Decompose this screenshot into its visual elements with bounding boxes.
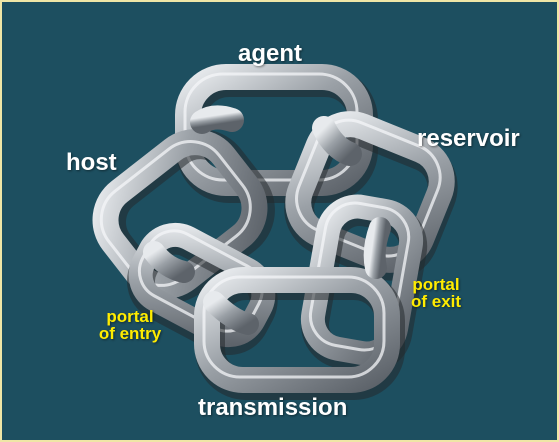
label-reservoir: reservoir [417,125,520,152]
label-transmission: transmission [198,394,348,421]
link-overlaps [143,105,391,335]
label-host: host [66,149,117,176]
label-portal-of-entry: portal of entry [82,308,178,342]
chain-link-reservoir [284,111,458,281]
label-portal-of-exit-line2: of exit [410,292,462,311]
label-portal-of-entry-line2: of entry [98,324,162,343]
label-portal-of-exit: portal of exit [398,276,474,310]
label-portal-of-entry-line1: portal [106,307,154,326]
label-portal-of-exit-line1: portal [412,275,460,294]
label-agent: agent [238,40,303,67]
chain-link-transmission [194,267,405,400]
